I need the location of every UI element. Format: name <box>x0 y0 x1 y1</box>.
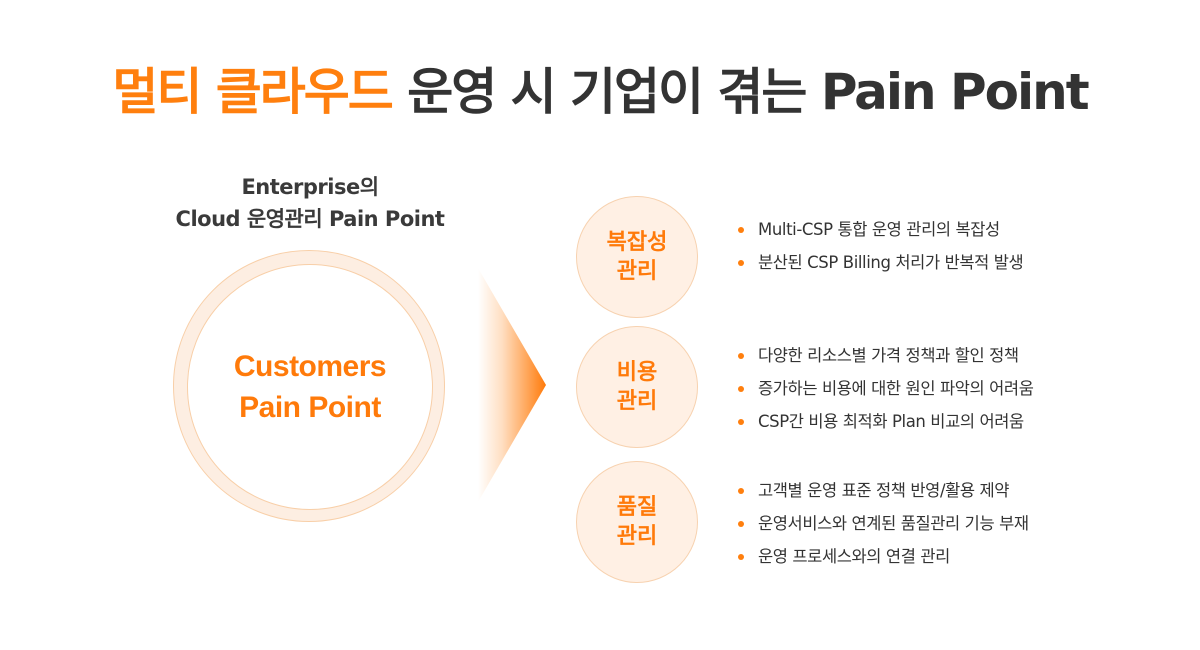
bullet-item: 분산된 CSP Billing 처리가 반복적 발생 <box>736 246 1024 279</box>
customers-pain-point-circle: Customers Pain Point <box>173 250 445 522</box>
bullet-dot-icon <box>738 227 744 233</box>
category-cost-bullets: 다양한 리소스별 가격 정책과 할인 정책 증가하는 비용에 대한 원인 파악의… <box>736 339 1034 438</box>
category-label-line-2: 관리 <box>616 389 658 414</box>
circle-label-line-1: Customers <box>233 350 387 383</box>
category-cost-circle: 비용 관리 <box>576 326 698 448</box>
customers-pain-point-inner: Customers Pain Point <box>187 264 433 510</box>
bullet-text: Multi-CSP 통합 운영 관리의 복잡성 <box>758 220 1000 239</box>
section-subtitle: Enterprise의 Cloud 운영관리 Pain Point <box>150 171 470 235</box>
page-title-rest: 운영 시 기업이 겪는 Pain Point <box>391 63 1089 121</box>
category-label-line-2: 관리 <box>616 259 658 284</box>
bullet-dot-icon <box>738 386 744 392</box>
category-cost-label: 비용 관리 <box>617 358 657 416</box>
category-complexity-circle: 복잡성 관리 <box>576 196 698 318</box>
bullet-dot-icon <box>738 353 744 359</box>
bullet-dot-icon <box>738 260 744 266</box>
page-title: 멀티 클라우드 운영 시 기업이 겪는 Pain Point <box>0 52 1200 124</box>
arrow-right-icon <box>478 268 546 502</box>
category-complexity-bullets: Multi-CSP 통합 운영 관리의 복잡성 분산된 CSP Billing … <box>736 213 1024 279</box>
bullet-item: 다양한 리소스별 가격 정책과 할인 정책 <box>736 339 1033 372</box>
bullet-text: 고객별 운영 표준 정책 반영/활용 제약 <box>758 481 1010 500</box>
category-quality-circle: 품질 관리 <box>576 461 698 583</box>
customers-pain-point-label: Customers Pain Point <box>233 346 387 428</box>
category-complexity-label: 복잡성 관리 <box>607 228 668 286</box>
bullet-item: 운영서비스와 연계된 품질관리 기능 부재 <box>736 507 1029 540</box>
bullet-item: 운영 프로세스와의 연결 관리 <box>736 540 1029 573</box>
bullet-dot-icon <box>738 419 744 425</box>
page-title-accent: 멀티 클라우드 <box>112 63 393 121</box>
bullet-item: 증가하는 비용에 대한 원인 파악의 어려움 <box>736 372 1034 405</box>
bullet-item: 고객별 운영 표준 정책 반영/활용 제약 <box>736 474 1029 507</box>
category-label-line-1: 복잡성 <box>606 230 668 255</box>
bullet-dot-icon <box>738 554 744 560</box>
category-quality-label: 품질 관리 <box>617 493 657 551</box>
bullet-text: 다양한 리소스별 가격 정책과 할인 정책 <box>758 346 1019 365</box>
bullet-text: 운영 프로세스와의 연결 관리 <box>758 547 950 566</box>
category-label-line-1: 품질 <box>616 495 658 520</box>
bullet-dot-icon <box>738 488 744 494</box>
bullet-text: 분산된 CSP Billing 처리가 반복적 발생 <box>758 253 1024 272</box>
category-label-line-2: 관리 <box>616 524 658 549</box>
bullet-dot-icon <box>738 521 744 527</box>
bullet-text: CSP간 비용 최적화 Plan 비교의 어려움 <box>758 412 1024 431</box>
circle-label-line-2: Pain Point <box>239 391 381 424</box>
category-label-line-1: 비용 <box>616 360 658 385</box>
bullet-text: 증가하는 비용에 대한 원인 파악의 어려움 <box>758 379 1034 398</box>
bullet-item: CSP간 비용 최적화 Plan 비교의 어려움 <box>736 405 1033 438</box>
bullet-item: Multi-CSP 통합 운영 관리의 복잡성 <box>736 213 1023 246</box>
subtitle-line-1: Enterprise의 <box>241 175 379 199</box>
category-quality-bullets: 고객별 운영 표준 정책 반영/활용 제약 운영서비스와 연계된 품질관리 기능… <box>736 474 1029 573</box>
bullet-text: 운영서비스와 연계된 품질관리 기능 부재 <box>758 514 1029 533</box>
subtitle-line-2: Cloud 운영관리 Pain Point <box>175 207 445 231</box>
